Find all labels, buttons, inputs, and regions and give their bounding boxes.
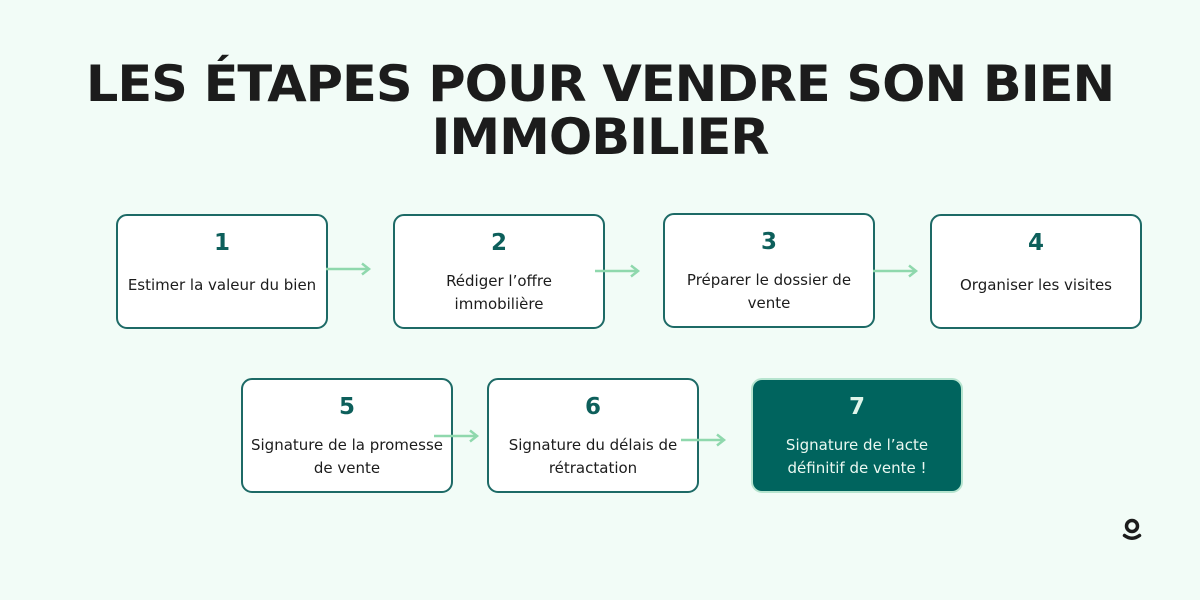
step-7-box: 7 Signature de l’acte définitif de vente… bbox=[751, 378, 963, 493]
arrow-right-icon bbox=[434, 429, 480, 443]
arrow-right-icon bbox=[873, 264, 919, 278]
step-label: Signature de la promesse de vente bbox=[247, 434, 447, 480]
step-number: 2 bbox=[490, 230, 507, 256]
step-number: 5 bbox=[338, 394, 355, 420]
step-label: Estimer la valeur du bien bbox=[127, 276, 317, 294]
step-label-line-1: Signature du délais de bbox=[508, 436, 678, 454]
step-label: Rédiger l’offre immobilière bbox=[399, 270, 599, 316]
arrow-right-icon bbox=[595, 264, 641, 278]
g-logo-icon bbox=[1122, 518, 1142, 540]
title-line-1: Les étapes pour vendre son bien bbox=[85, 55, 1115, 113]
step-number: 1 bbox=[213, 230, 230, 256]
step-label-line-2: rétractation bbox=[548, 459, 638, 477]
step-label: Signature du délais de rétractation bbox=[493, 434, 693, 480]
step-2-box: 2 Rédiger l’offre immobilière bbox=[393, 214, 605, 329]
step-label-line-1: Rédiger l’offre bbox=[446, 272, 552, 290]
step-5-box: 5 Signature de la promesse de vente bbox=[241, 378, 453, 493]
page-title: Les étapes pour vendre son bien immobili… bbox=[0, 58, 1200, 164]
title-line-2: immobilier bbox=[431, 108, 769, 166]
step-3-box: 3 Préparer le dossier de vente bbox=[663, 213, 875, 328]
step-label-line-2: de vente bbox=[313, 459, 381, 477]
step-6-box: 6 Signature du délais de rétractation bbox=[487, 378, 699, 493]
step-1-box: 1 Estimer la valeur du bien bbox=[116, 214, 328, 329]
step-label-line-1: Signature de la promesse bbox=[250, 436, 443, 454]
step-label-line-1: Préparer le dossier de bbox=[686, 271, 852, 289]
step-number: 7 bbox=[848, 394, 865, 420]
step-label-line-1: Signature de l’acte bbox=[785, 436, 929, 454]
step-number: 4 bbox=[1027, 230, 1044, 256]
step-number: 3 bbox=[760, 229, 777, 255]
arrow-right-icon bbox=[326, 262, 372, 276]
arrow-right-icon bbox=[681, 433, 727, 447]
step-label: Signature de l’acte définitif de vente ! bbox=[757, 434, 957, 480]
step-label-line-2: définitif de vente ! bbox=[787, 459, 927, 477]
step-label: Organiser les visites bbox=[959, 276, 1112, 294]
step-label-line-2: immobilière bbox=[454, 295, 544, 313]
step-label: Préparer le dossier de vente bbox=[669, 269, 869, 315]
step-number: 6 bbox=[584, 394, 601, 420]
step-label-line-2: vente bbox=[747, 294, 791, 312]
step-4-box: 4 Organiser les visites bbox=[930, 214, 1142, 329]
